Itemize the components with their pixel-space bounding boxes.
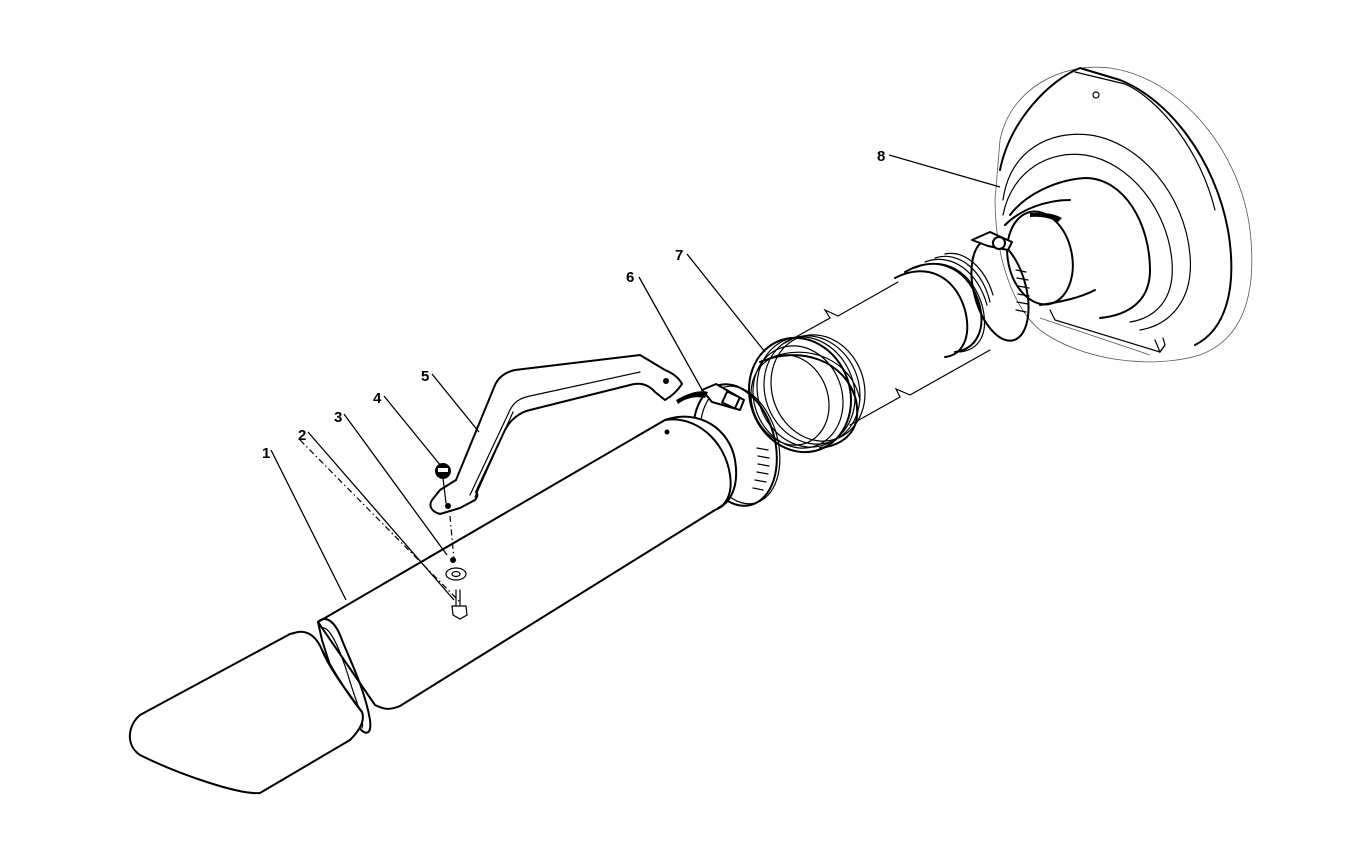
tailpipe bbox=[128, 415, 738, 795]
callout-5-support-bracket: 5 bbox=[421, 368, 430, 385]
screw-centerline bbox=[299, 439, 461, 603]
support-bracket bbox=[429, 354, 683, 515]
callout-2-screw: 2 bbox=[298, 427, 307, 444]
assembly-centerline bbox=[449, 515, 455, 561]
callout-7-flexible-hose: 7 bbox=[675, 247, 684, 264]
callout-4-nut: 4 bbox=[373, 390, 382, 407]
callout-6-hose-clamp: 6 bbox=[626, 269, 635, 286]
screw bbox=[451, 589, 468, 620]
flexible-hose bbox=[747, 252, 994, 454]
leader-lines bbox=[270, 154, 1001, 601]
hose-clamp-upper bbox=[970, 231, 1030, 342]
lock-washer bbox=[445, 557, 467, 581]
heater-muff-flange bbox=[994, 66, 1253, 363]
callout-1-tailpipe: 1 bbox=[262, 445, 271, 462]
nut bbox=[435, 463, 451, 504]
callout-8-heater-muff-flange: 8 bbox=[877, 148, 886, 165]
callout-3-lock-washer: 3 bbox=[334, 409, 343, 426]
